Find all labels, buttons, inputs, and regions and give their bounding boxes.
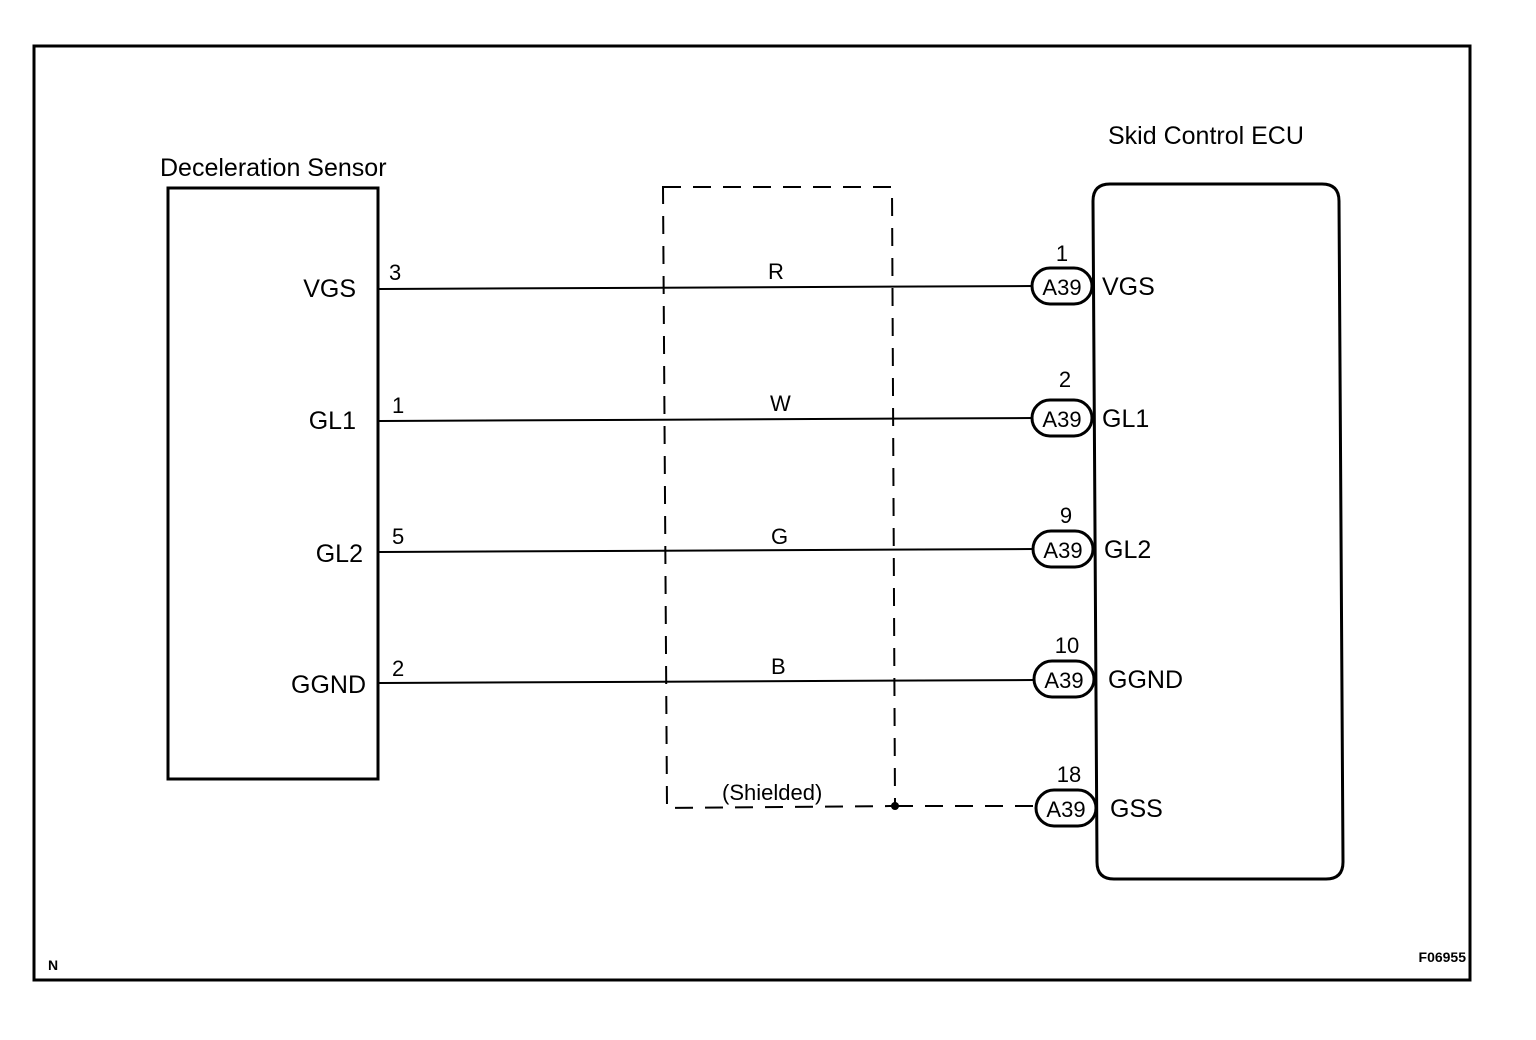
ecu-pin-ggnd: 10: [1055, 633, 1079, 658]
wire-gl2: [377, 548, 1035, 553]
connector-label: A39: [1042, 275, 1081, 300]
sensor-pin-gl1: 1: [392, 393, 404, 418]
ecu-terminal-gss: GSS: [1110, 795, 1163, 823]
wire-color-g: G: [771, 524, 788, 549]
sensor-pin-vgs: 3: [389, 260, 401, 285]
ecu-pin-vgs: 1: [1056, 241, 1068, 266]
connector-a39-pin-1: A39: [1030, 266, 1094, 306]
ecu-pin-gl2: 9: [1060, 503, 1072, 528]
wire-color-r: R: [768, 259, 784, 284]
sensor-pin-ggnd: 2: [392, 656, 404, 681]
ecu-terminal-gl1: GL1: [1102, 405, 1149, 433]
sensor-terminal-ggnd: GGND: [291, 671, 366, 699]
diagram-frame: [32, 44, 1472, 982]
ecu-title: Skid Control ECU: [1108, 122, 1304, 150]
ecu-pin-gss: 18: [1057, 762, 1081, 787]
wire-vgs: [377, 285, 1035, 290]
shield-junction-dot: [891, 802, 899, 810]
ecu-terminal-vgs: VGS: [1102, 273, 1155, 301]
connector-label: A39: [1042, 407, 1081, 432]
ecu-terminal-ggnd: GGND: [1108, 666, 1183, 694]
connector-label: A39: [1043, 538, 1082, 563]
figure-id: F06955: [1419, 949, 1467, 965]
ecu-box: [1091, 182, 1345, 881]
sensor-terminal-vgs: VGS: [303, 275, 356, 303]
sensor-terminal-gl1: GL1: [309, 407, 356, 435]
shield-label: (Shielded): [722, 780, 822, 805]
sensor-box: [166, 186, 380, 781]
connector-a39-pin-2: A39: [1030, 398, 1094, 438]
sensor-title: Deceleration Sensor: [160, 154, 387, 182]
footer-left-mark: N: [48, 957, 58, 973]
sensor-terminal-gl2: GL2: [316, 540, 363, 568]
connector-a39-pin-10: A39: [1032, 659, 1096, 699]
wire-ggnd: [377, 679, 1035, 684]
connector-a39-pin-18: A39: [1034, 788, 1098, 828]
sensor-pin-gl2: 5: [392, 524, 404, 549]
connector-a39-pin-9: A39: [1031, 529, 1095, 569]
ecu-pin-gl1: 2: [1059, 367, 1071, 392]
wire-color-b: B: [771, 654, 786, 679]
ecu-terminal-gl2: GL2: [1104, 536, 1151, 564]
connector-label: A39: [1046, 797, 1085, 822]
wire-gl1: [377, 417, 1035, 422]
wire-color-w: W: [770, 391, 791, 416]
connector-label: A39: [1044, 668, 1083, 693]
